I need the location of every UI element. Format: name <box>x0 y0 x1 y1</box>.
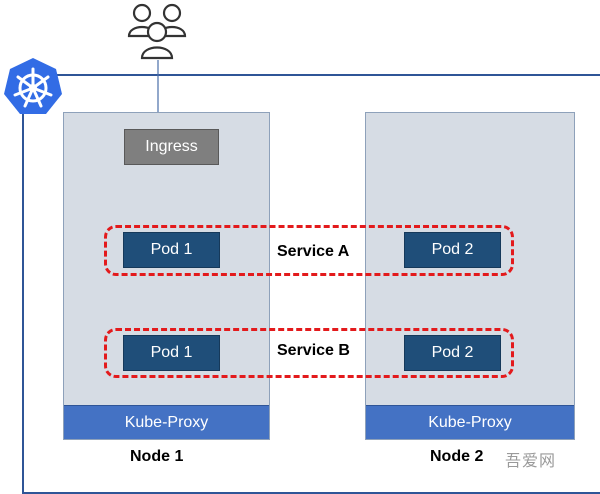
service-a-boundary <box>104 225 514 276</box>
node-1-kube-proxy: Kube-Proxy <box>64 405 269 439</box>
service-a-pod-2: Pod 2 <box>404 232 501 268</box>
node-1-box <box>63 112 270 440</box>
users-group-icon <box>126 2 190 62</box>
service-b-boundary <box>104 328 514 378</box>
service-b-label: Service B <box>277 342 350 359</box>
service-a-pod-1: Pod 1 <box>123 232 220 268</box>
node-1-label: Node 1 <box>130 448 184 465</box>
node-2-label: Node 2 <box>430 448 484 465</box>
kubernetes-logo-icon <box>1 55 65 119</box>
node-2-box <box>365 112 575 440</box>
watermark-text: 吾爱网 <box>505 453 557 470</box>
service-b-pod-2: Pod 2 <box>404 335 501 371</box>
service-b-pod-1: Pod 1 <box>123 335 220 371</box>
ingress-box: Ingress <box>124 129 219 165</box>
node-2-kube-proxy: Kube-Proxy <box>366 405 574 439</box>
service-a-label: Service A <box>277 243 350 260</box>
